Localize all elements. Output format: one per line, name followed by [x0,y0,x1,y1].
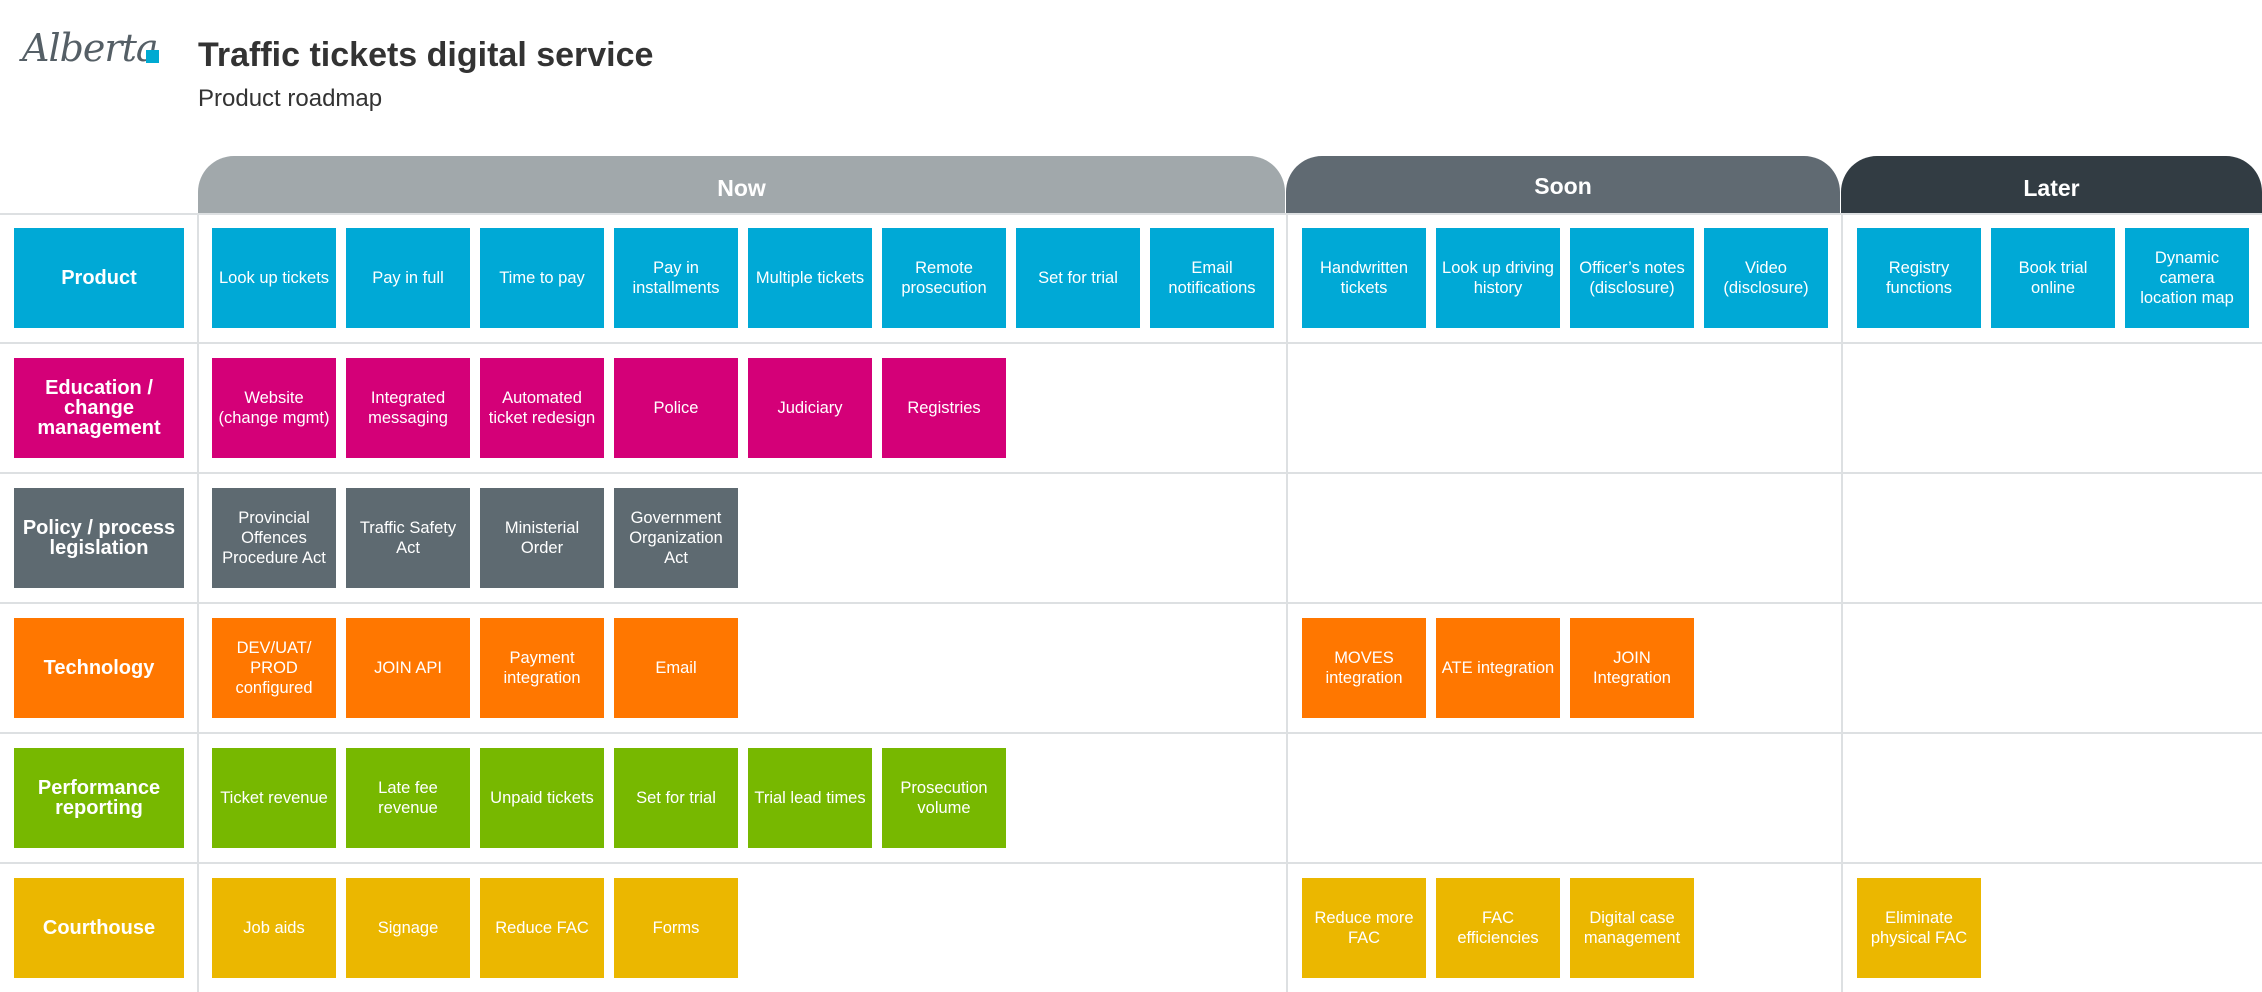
phase-header-later: Later [1841,156,2262,214]
roadmap-card-technology-now: DEV/UAT/ PROD configured [212,618,336,718]
row-label-courthouse: Courthouse [14,878,184,978]
page-subtitle: Product roadmap [198,85,383,112]
phase-header-now: Now [198,156,1285,214]
roadmap-card-product-now: Pay in installments [614,228,738,328]
grid-hline [0,862,2262,864]
row-label-technology: Technology [14,618,184,718]
roadmap-card-policy-now: Government Organization Act [614,488,738,588]
roadmap-card-product-later: Book trial online [1991,228,2115,328]
grid-vline [1841,213,1843,992]
alberta-logo: Alberta [22,26,162,76]
phase-header-soon: Soon [1286,156,1840,214]
roadmap-card-performance-now: Late fee revenue [346,748,470,848]
roadmap-card-product-now: Remote prosecution [882,228,1006,328]
roadmap-card-product-soon: Handwritten tickets [1302,228,1426,328]
roadmap-card-performance-now: Prosecution volume [882,748,1006,848]
roadmap-card-courthouse-now: Signage [346,878,470,978]
roadmap-card-courthouse-later: Eliminate physical FAC [1857,878,1981,978]
grid-vline [197,213,199,992]
roadmap-card-product-now: Email notifications [1150,228,1274,328]
roadmap-card-technology-soon: MOVES integration [1302,618,1426,718]
roadmap-card-product-now: Time to pay [480,228,604,328]
roadmap-card-technology-now: JOIN API [346,618,470,718]
roadmap-card-product-later: Registry functions [1857,228,1981,328]
roadmap-card-education-now: Registries [882,358,1006,458]
roadmap-card-performance-now: Trial lead times [748,748,872,848]
roadmap-card-courthouse-soon: FAC efficiencies [1436,878,1560,978]
logo-square-icon [146,50,159,63]
roadmap-card-education-now: Police [614,358,738,458]
roadmap-card-product-soon: Look up driving history [1436,228,1560,328]
grid-hline [0,472,2262,474]
grid-vline [1286,213,1288,992]
row-label-performance: Performance reporting [14,748,184,848]
row-label-product: Product [14,228,184,328]
roadmap-card-courthouse-now: Job aids [212,878,336,978]
roadmap-card-courthouse-soon: Reduce more FAC [1302,878,1426,978]
roadmap-card-technology-soon: JOIN Integration [1570,618,1694,718]
roadmap-card-product-now: Set for trial [1016,228,1140,328]
roadmap-card-technology-now: Payment integration [480,618,604,718]
grid-hline [0,213,2262,215]
roadmap-card-technology-now: Email [614,618,738,718]
roadmap-card-product-now: Pay in full [346,228,470,328]
roadmap-card-education-now: Automated ticket redesign [480,358,604,458]
roadmap-card-product-now: Look up tickets [212,228,336,328]
roadmap-card-education-now: Website (change mgmt) [212,358,336,458]
roadmap-card-education-now: Integrated messaging [346,358,470,458]
page-title: Traffic tickets digital service [198,36,654,74]
logo-wordmark: Alberta [22,26,158,70]
grid-hline [0,732,2262,734]
grid-hline [0,602,2262,604]
roadmap-card-technology-soon: ATE integration [1436,618,1560,718]
roadmap-card-courthouse-soon: Digital case management [1570,878,1694,978]
grid-hline [0,342,2262,344]
roadmap-card-performance-now: Ticket revenue [212,748,336,848]
roadmap-card-product-soon: Video (disclosure) [1704,228,1828,328]
roadmap-card-performance-now: Unpaid tickets [480,748,604,848]
roadmap-card-courthouse-now: Forms [614,878,738,978]
roadmap-card-policy-now: Traffic Safety Act [346,488,470,588]
roadmap-card-product-now: Multiple tickets [748,228,872,328]
roadmap-card-product-soon: Officer’s notes (disclosure) [1570,228,1694,328]
roadmap-card-education-now: Judiciary [748,358,872,458]
row-label-education: Education / change management [14,358,184,458]
roadmap-card-product-later: Dynamic camera location map [2125,228,2249,328]
roadmap-card-policy-now: Ministerial Order [480,488,604,588]
roadmap-card-courthouse-now: Reduce FAC [480,878,604,978]
roadmap-card-performance-now: Set for trial [614,748,738,848]
row-label-policy: Policy / process legislation [14,488,184,588]
roadmap-card-policy-now: Provincial Offences Procedure Act [212,488,336,588]
